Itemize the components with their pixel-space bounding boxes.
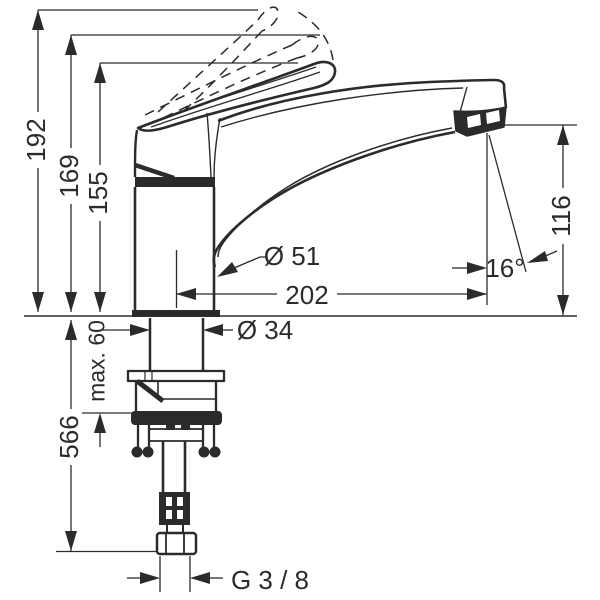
dimension-angle-16 — [452, 133, 558, 305]
supply-hose — [155, 441, 198, 556]
faucet-body — [133, 60, 508, 312]
label-height-handle-mid: 169 — [54, 154, 84, 198]
label-thread-size: G 3 / 8 — [230, 565, 310, 595]
label-height-handle-closed: 155 — [83, 171, 113, 215]
dimension-566 — [56, 320, 157, 553]
label-base-diameter: Ø 51 — [263, 241, 321, 271]
label-max-mounting-thickness: max. 60 — [83, 320, 110, 402]
label-spout-height: 116 — [546, 195, 576, 237]
dimension-max-60 — [82, 412, 142, 447]
dimension-155 — [94, 63, 106, 312]
leader-diameter-51 — [217, 256, 266, 277]
label-spray-angle: 16° — [485, 253, 525, 283]
dimension-diameter-34 — [103, 324, 233, 336]
dimension-202 — [175, 250, 487, 308]
dimension-thread-g38 — [127, 556, 223, 592]
dimension-116 — [504, 124, 577, 315]
extension-lines-top — [38, 9, 320, 64]
label-spout-reach: 202 — [285, 280, 329, 310]
label-depth-below-deck: 566 — [54, 415, 84, 459]
label-height-total: 192 — [21, 118, 51, 162]
label-shank-diameter: Ø 34 — [236, 315, 294, 345]
dimension-169 — [65, 35, 77, 312]
dimension-192 — [32, 10, 44, 312]
counter-deck-line — [24, 310, 577, 317]
mounting-hardware — [126, 318, 226, 458]
